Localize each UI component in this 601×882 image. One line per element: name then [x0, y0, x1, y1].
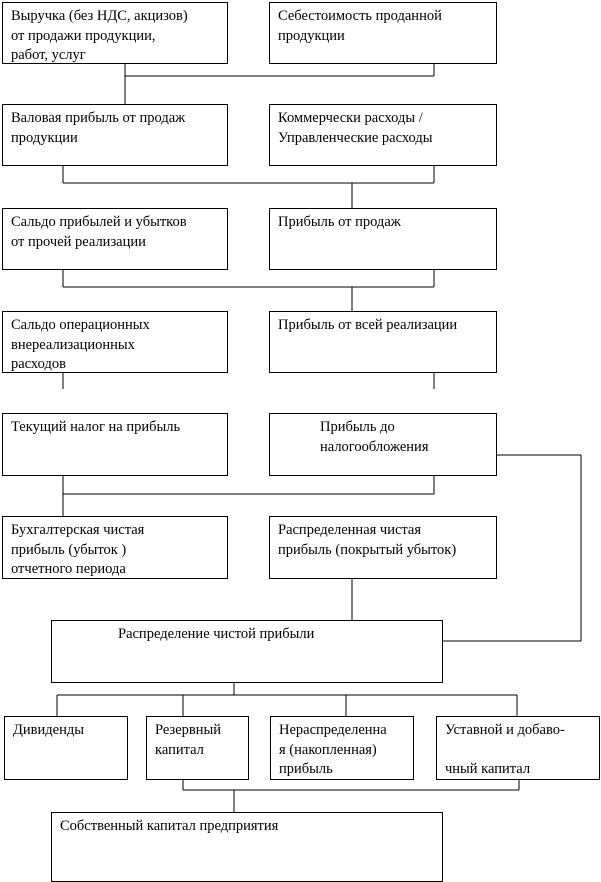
box-commercial-expenses: Коммерчески расходы / Управленческие расх… [269, 104, 497, 166]
box-text-line: Сальдо операционных [11, 317, 150, 333]
box-cost: Себестоимость проданной продукции [269, 2, 497, 64]
box-text-line: Себестоимость проданной [278, 8, 442, 24]
box-text-line: прибыль (покрытый убыток) [278, 541, 457, 558]
box-text-line: прибыль [279, 761, 333, 777]
box-net-profit: Бухгалтерская чистая прибыль (убыток ) отч… [2, 516, 228, 579]
box-text-line: расходов [11, 356, 66, 372]
box-current-tax: Текущий налог на прибыль [2, 413, 228, 476]
box-text-line: Собственный капитал предприятия [60, 818, 279, 834]
box-charter: Уставной и добаво- чный капитал [436, 716, 600, 780]
box-text-line: Прибыль до [320, 419, 395, 435]
box-text-line: Распределение чистой прибыли [118, 626, 315, 642]
box-text-line: Нераспределенна [279, 722, 387, 738]
box-text-line: Управленческие расходы [278, 129, 433, 146]
box-text-line: продукции [278, 27, 345, 44]
box-text-line: Коммерчески расходы / [278, 110, 423, 126]
box-text-line: Прибыль от всей реализации [278, 317, 458, 333]
box-distribution: Распределение чистой прибыли [51, 620, 443, 683]
box-pretax-profit: Прибыль до налогообложения [269, 413, 497, 476]
box-text-line: работ, услуг [11, 47, 86, 63]
box-total-sales-profit: Прибыль от всей реализации [269, 311, 497, 373]
box-text-line: капитал [155, 741, 204, 758]
box-text-line: Прибыль от продаж [278, 214, 401, 230]
box-text-line: Распределенная чистая [278, 522, 422, 538]
box-text-line: Резервный [155, 722, 222, 738]
box-sales-profit: Прибыль от продаж [269, 208, 497, 270]
box-text-line: от продажи продукции, [11, 27, 156, 44]
box-gross-profit: Валовая прибыль от продаж продукции [2, 104, 228, 166]
box-text-line: Уставной и добаво- [445, 722, 565, 738]
box-text-line [445, 741, 591, 761]
box-text-line: Бухгалтерская чистая [11, 522, 145, 538]
box-text-line: продукции [11, 129, 78, 146]
box-distributed-profit: Распределенная чистая прибыль (покрытый у… [269, 516, 497, 579]
box-text-line: Дивиденды [13, 722, 84, 738]
box-retained: Нераспределенна я (накопленная) прибыль [270, 716, 414, 780]
box-revenue: Выручка (без НДС, акцизов) от продажи про… [2, 2, 228, 64]
box-text-line: Выручка (без НДС, акцизов) [11, 8, 188, 24]
box-text-line: отчетного периода [11, 561, 126, 577]
box-text-line: налогообложения [320, 438, 429, 455]
box-equity: Собственный капитал предприятия [51, 812, 443, 882]
box-text-line: внереализационных [11, 336, 135, 353]
box-text-line: от прочей реализации [11, 233, 146, 250]
box-other-sales-balance: Сальдо прибылей и убытков от прочей реали… [2, 208, 228, 270]
box-text-line: Текущий налог на прибыль [11, 419, 181, 435]
box-text-line: прибыль (убыток ) [11, 541, 127, 558]
box-operating-balance: Сальдо операционных внереализационных расх… [2, 311, 228, 373]
box-text-line: Сальдо прибылей и убытков [11, 214, 187, 230]
box-text-line: Валовая прибыль от продаж [11, 110, 186, 126]
box-dividends: Дивиденды [4, 716, 128, 780]
box-text-line: чный капитал [445, 761, 531, 777]
box-text-line: я (накопленная) [279, 741, 377, 758]
box-reserve: Резервный капитал [146, 716, 249, 780]
